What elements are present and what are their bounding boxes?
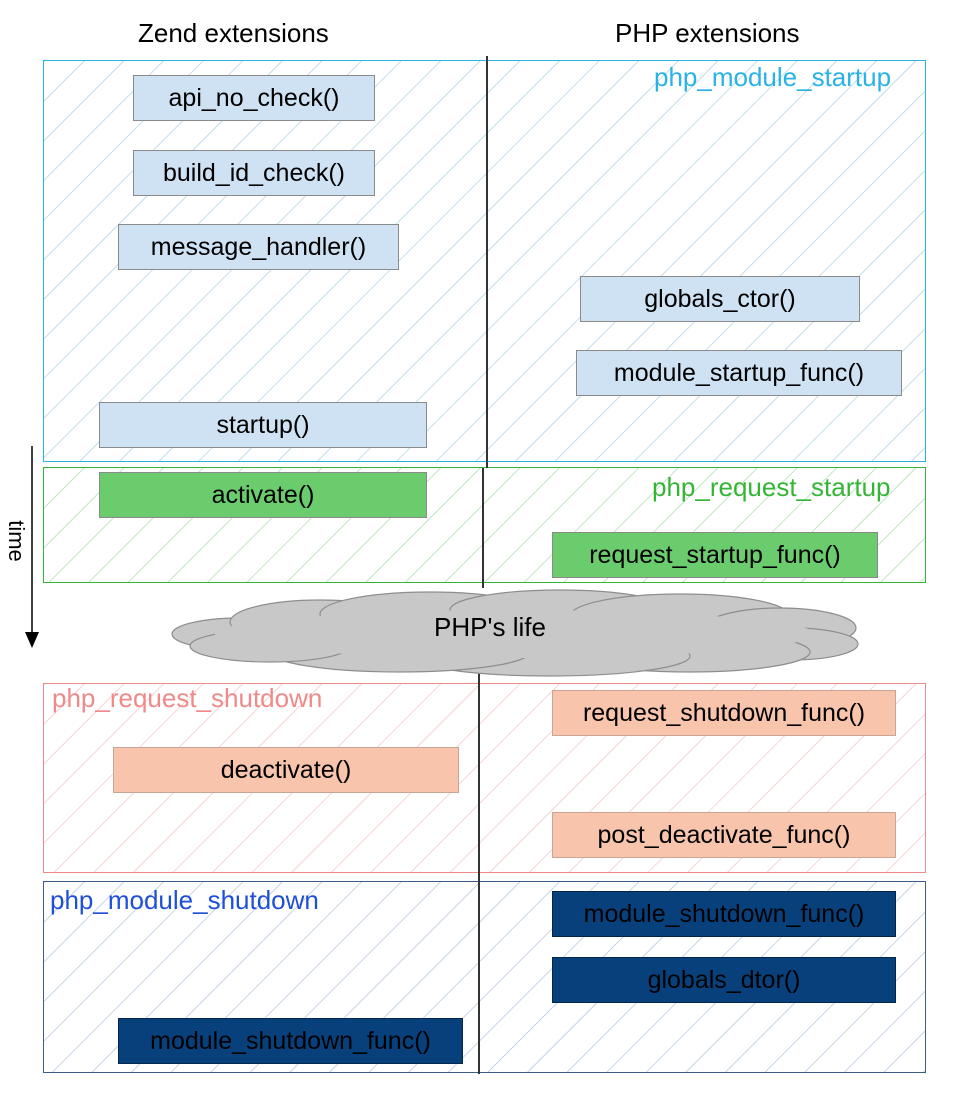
zend-extensions-header: Zend extensions bbox=[138, 18, 329, 48]
fn-post-deactivate-func: post_deactivate_func() bbox=[552, 812, 896, 858]
fn-globals-dtor: globals_dtor() bbox=[552, 957, 896, 1003]
fn-module-startup-func: module_startup_func() bbox=[576, 350, 902, 396]
column-divider-bottom bbox=[478, 670, 480, 1074]
fn-deactivate: deactivate() bbox=[113, 747, 459, 793]
fn-api-no-check: api_no_check() bbox=[133, 75, 375, 121]
fn-request-startup-func: request_startup_func() bbox=[552, 532, 878, 578]
php-life-label: PHP's life bbox=[434, 612, 546, 642]
time-arrow bbox=[25, 446, 39, 648]
fn-message-handler: message_handler() bbox=[118, 224, 399, 270]
fn-module-shutdown-func-php: module_shutdown_func() bbox=[552, 891, 896, 937]
phase-label-request-shutdown: php_request_shutdown bbox=[52, 683, 323, 713]
fn-module-shutdown-func-zend: module_shutdown_func() bbox=[118, 1018, 463, 1064]
php-extensions-header: PHP extensions bbox=[615, 18, 800, 48]
fn-globals-ctor: globals_ctor() bbox=[580, 276, 860, 322]
fn-startup: startup() bbox=[99, 402, 427, 448]
phase-label-request-startup: php_request_startup bbox=[652, 472, 891, 502]
fn-build-id-check: build_id_check() bbox=[133, 150, 375, 196]
php-life-cloud bbox=[171, 589, 859, 677]
column-divider-top bbox=[486, 56, 488, 468]
phase-label-module-shutdown: php_module_shutdown bbox=[50, 885, 319, 915]
fn-activate: activate() bbox=[99, 472, 427, 518]
time-label: time bbox=[4, 520, 29, 562]
phase-label-module-startup: php_module_startup bbox=[654, 62, 892, 92]
column-divider-mid bbox=[482, 468, 484, 588]
fn-request-shutdown-func: request_shutdown_func() bbox=[552, 690, 896, 736]
